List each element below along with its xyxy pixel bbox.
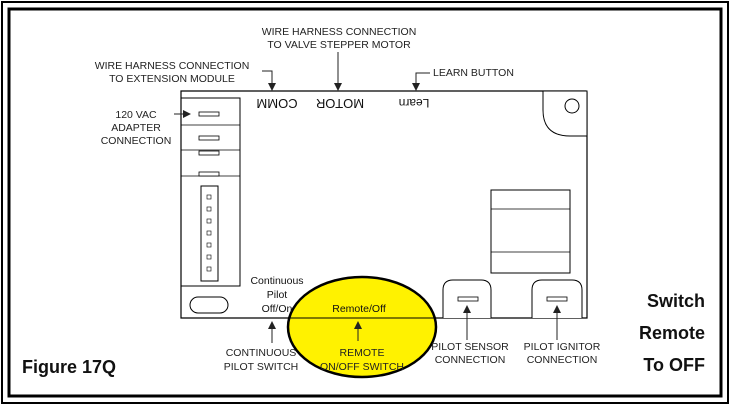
comm-label: COMM	[256, 96, 297, 111]
learn-button-callout: LEARN BUTTON	[433, 67, 514, 79]
adapter-callout-line2: ADAPTER	[111, 122, 161, 134]
header-pins	[206, 194, 212, 272]
instruction-line3: To OFF	[643, 355, 705, 375]
learn-label: Learn	[399, 96, 430, 110]
oval-slot	[189, 296, 229, 314]
left-connector-block	[181, 97, 241, 287]
instruction-line1: Switch	[647, 291, 705, 311]
adapter-slot-4	[198, 171, 220, 177]
continuous-label-line1: Continuous	[250, 275, 303, 287]
remote-off-label: Remote/Off	[332, 303, 386, 315]
figure-label: Figure 17Q	[22, 357, 116, 377]
mounting-corner	[542, 90, 588, 137]
adapter-slot-3	[198, 150, 220, 156]
continuous-label-line3: Off/On	[262, 303, 293, 315]
pilot-sensor-callout-line1: PILOT SENSOR	[431, 341, 509, 353]
motor-label: MOTOR	[316, 96, 364, 111]
valve-stepper-callout-line2: TO VALVE STEPPER MOTOR	[267, 39, 411, 51]
remote-switch-highlight	[286, 275, 438, 379]
adapter-callout-line3: CONNECTION	[101, 135, 172, 147]
adapter-slot-1	[198, 111, 220, 117]
adapter-callout-line1: 120 VAC	[115, 109, 157, 121]
continuous-label-line2: Pilot	[267, 289, 288, 301]
inner-frame	[7, 7, 723, 398]
continuous-switch-callout-line1: CONTINUOUS	[226, 347, 297, 359]
extension-callout-line1: WIRE HARNESS CONNECTION	[95, 60, 250, 72]
relay-component	[490, 189, 571, 274]
remote-switch-callout-line2: ON/OFF SWITCH	[320, 361, 404, 373]
pilot-ignitor-callout-line2: CONNECTION	[527, 354, 598, 366]
pilot-sensor-callout-line2: CONNECTION	[435, 354, 506, 366]
continuous-switch-callout-line2: PILOT SWITCH	[224, 361, 298, 373]
learn-button-arrow	[412, 72, 430, 91]
extension-arrow	[262, 70, 276, 91]
valve-stepper-callout-line1: WIRE HARNESS CONNECTION	[262, 26, 417, 38]
pilot-ignitor-callout-line1: PILOT IGNITOR	[524, 341, 601, 353]
extension-callout-line2: TO EXTENSION MODULE	[109, 73, 235, 85]
adapter-slot-2	[198, 135, 220, 141]
instruction-line2: Remote	[639, 323, 705, 343]
mounting-hole	[564, 98, 580, 114]
remote-switch-callout-line1: REMOTE	[340, 347, 385, 359]
